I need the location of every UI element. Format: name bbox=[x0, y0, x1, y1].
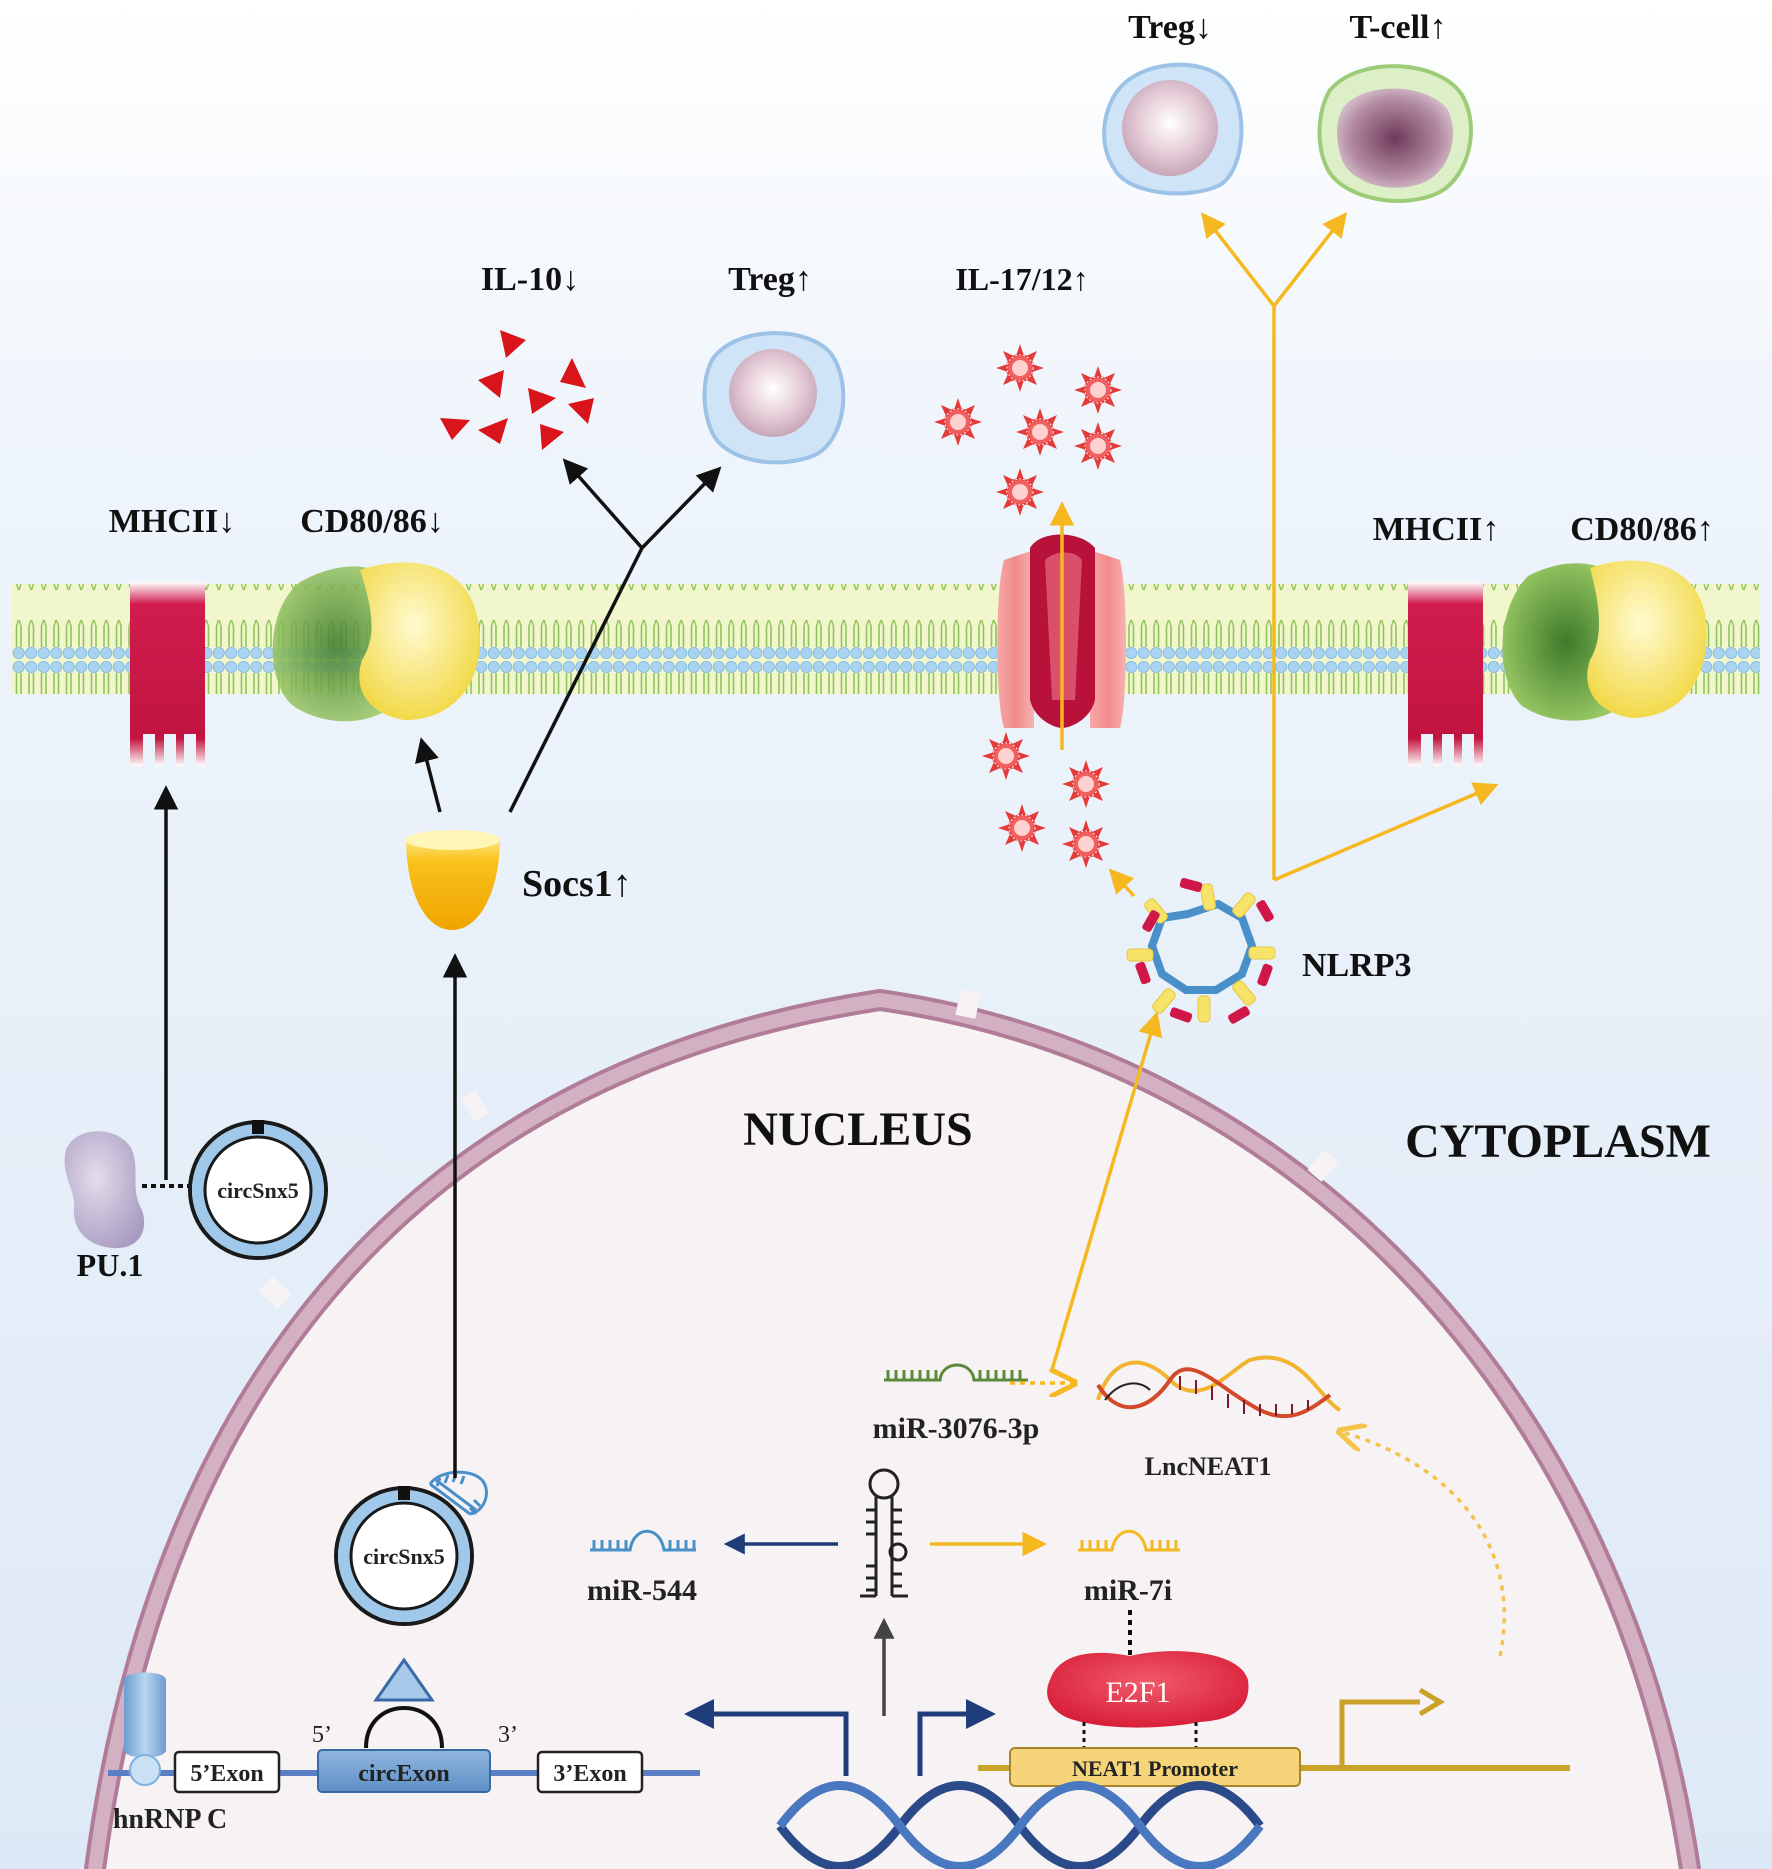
pre-mirna-stemloop bbox=[860, 1468, 908, 1598]
treg-cell-top bbox=[1102, 62, 1244, 196]
neat1-tss-arrow bbox=[1339, 1699, 1420, 1768]
label-mir7i: miR-7i bbox=[1084, 1574, 1172, 1607]
label-nlrp3: NLRP3 bbox=[1302, 947, 1412, 984]
mhcii-left bbox=[130, 582, 205, 766]
label-treg-down-top: Treg↓ bbox=[1128, 9, 1212, 46]
nlrp3-inflammasome bbox=[1126, 877, 1276, 1024]
circsnx5-nucleus bbox=[334, 1470, 488, 1626]
label-socs1-up: Socs1↑ bbox=[522, 863, 632, 905]
nucleus bbox=[84, 988, 1701, 1869]
circsnx5-cytoplasm bbox=[188, 1120, 328, 1260]
label-il17-12-up: IL-17/12↑ bbox=[955, 261, 1088, 297]
cd80-86-left bbox=[272, 562, 480, 722]
il10-molecules bbox=[440, 330, 594, 450]
mir7i-hairpin bbox=[1078, 1529, 1180, 1552]
back-splice-triangle bbox=[373, 1657, 435, 1702]
black-pathways bbox=[153, 458, 895, 1716]
circexon-box bbox=[317, 1749, 491, 1793]
label-mhcii-up: MHCII↑ bbox=[1373, 511, 1500, 548]
label-circsnx5-nucleus: circSnx5 bbox=[363, 1544, 444, 1569]
label-hnrnpc: hnRNP C bbox=[113, 1804, 227, 1835]
dna-helix bbox=[776, 1781, 1264, 1869]
label-pu1: PU.1 bbox=[77, 1247, 144, 1283]
hnrnpc-protein bbox=[124, 1672, 166, 1786]
t-cell-top bbox=[1317, 64, 1473, 203]
label-neat1-promoter: NEAT1 Promoter bbox=[1072, 1756, 1238, 1781]
exon3-box bbox=[536, 1750, 644, 1794]
label-exon5: 5’Exon bbox=[190, 1761, 263, 1787]
mir3076-hairpin bbox=[884, 1363, 1028, 1382]
label-nucleus: NUCLEUS bbox=[743, 1103, 972, 1156]
cd80-86-right bbox=[1502, 560, 1707, 721]
mhcii-right bbox=[1408, 582, 1483, 766]
label-circexon: circExon bbox=[358, 1761, 450, 1787]
nuclear-pores bbox=[258, 989, 1339, 1309]
label-cytoplasm: CYTOPLASM bbox=[1405, 1115, 1711, 1168]
label-circsnx5-cytoplasm: circSnx5 bbox=[217, 1178, 298, 1203]
label-il10-down: IL-10↓ bbox=[481, 261, 579, 298]
label-mir544: miR-544 bbox=[587, 1574, 697, 1607]
exon5-box bbox=[173, 1750, 281, 1794]
mir544-hairpin bbox=[590, 1529, 696, 1552]
pu1-protein bbox=[64, 1131, 145, 1249]
label-lncneat1: LncNEAT1 bbox=[1145, 1452, 1272, 1481]
socs1-protein bbox=[406, 830, 500, 930]
lncneat1-rna bbox=[1096, 1355, 1342, 1419]
back-splice-arc bbox=[364, 1705, 444, 1749]
label-tcell-up: T-cell↑ bbox=[1350, 9, 1447, 46]
yellow-pathways bbox=[930, 212, 1506, 1657]
label-exon3: 3’Exon bbox=[553, 1761, 626, 1787]
label-treg-up: Treg↑ bbox=[728, 261, 812, 298]
label-mir3076: miR-3076-3p bbox=[873, 1412, 1040, 1445]
blue-pathways bbox=[684, 1533, 996, 1776]
label-prime3: 3’ bbox=[498, 1722, 518, 1748]
label-mhcii-down: MHCII↓ bbox=[109, 503, 236, 540]
label-prime5: 5’ bbox=[312, 1722, 332, 1748]
neat1-promoter-box bbox=[1009, 1747, 1301, 1787]
label-cd80-86-up: CD80/86↑ bbox=[1570, 511, 1714, 548]
label-e2f1: E2F1 bbox=[1105, 1676, 1170, 1709]
treg-cell-middle bbox=[702, 331, 846, 465]
e2f1-protein bbox=[1047, 1651, 1249, 1728]
label-cd80-86-down: CD80/86↓ bbox=[300, 503, 444, 540]
